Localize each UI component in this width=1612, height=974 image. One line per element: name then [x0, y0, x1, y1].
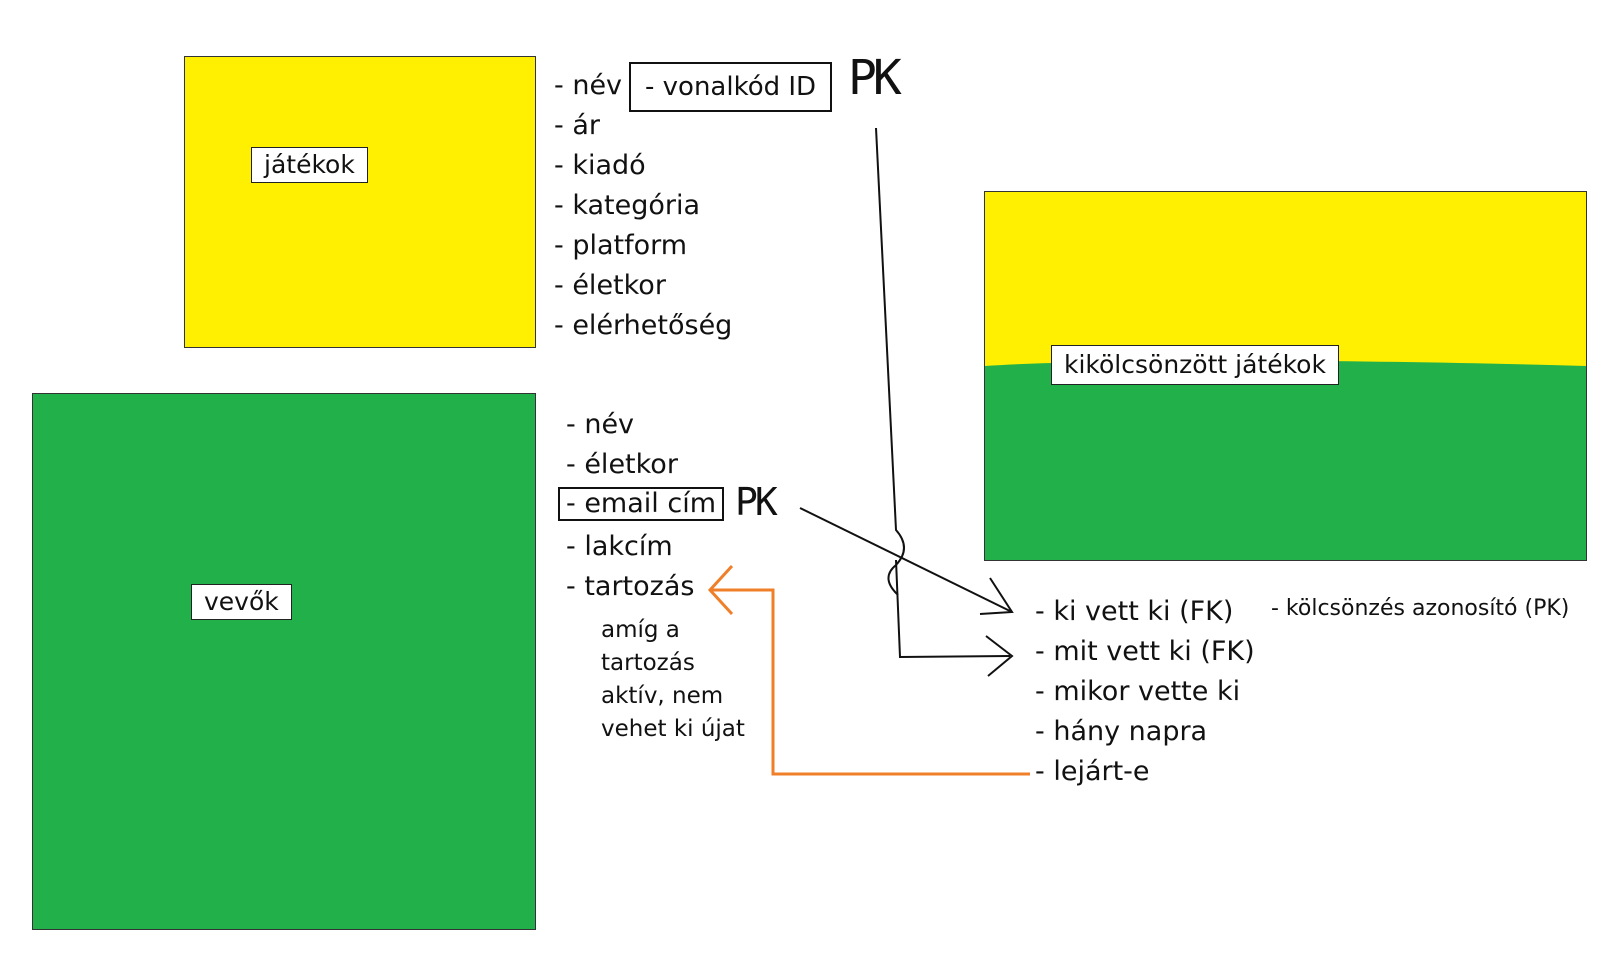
- note-line: vehet ki újat: [601, 716, 745, 742]
- games-key-attribute: - vonalkód ID: [629, 62, 833, 112]
- barcode-to-what-connector-lower: [895, 559, 1011, 659]
- rentals-attr-expired: - lejárt-e: [1035, 756, 1150, 787]
- rentals-yellow-top: [985, 192, 1586, 366]
- yellow-region: [985, 192, 1586, 366]
- customers-attr-debt: - tartozás: [566, 571, 695, 602]
- games-attr-availability: - elérhetőség: [554, 310, 733, 341]
- games-attribute-list: - név - ár - kiadó - kategória - platfor…: [554, 66, 732, 346]
- customers-debt-note: amíg a tartozás aktív, nem vehet ki újat: [601, 614, 745, 746]
- games-entity-box[interactable]: [184, 56, 536, 348]
- customers-attr-address: - lakcím: [566, 531, 673, 562]
- rentals-attr-when: - mikor vette ki: [1035, 676, 1241, 707]
- debt-arrowhead: [707, 564, 734, 616]
- barcode-to-what-connector: [875, 127, 905, 596]
- who-arrowhead: [979, 577, 1014, 615]
- customers-attr-age: - életkor: [566, 449, 678, 480]
- expired-to-debt-connector: [712, 588, 1030, 776]
- note-line: aktív, nem: [601, 683, 724, 709]
- note-line: tartozás: [601, 650, 695, 676]
- games-attr-platform: - platform: [554, 230, 688, 261]
- rentals-attr-days: - hány napra: [1035, 716, 1208, 747]
- games-pk-marker: PK: [848, 50, 902, 106]
- rentals-attr-who: - ki vett ki (FK): [1035, 596, 1234, 627]
- games-attr-name: - név: [554, 70, 623, 101]
- note-line: amíg a: [601, 617, 680, 643]
- email-to-who-connector: [799, 507, 1013, 613]
- games-attr-price: - ár: [554, 110, 600, 141]
- rentals-entity-title: kikölcsönzött játékok: [1051, 345, 1339, 385]
- rentals-attribute-list: - ki vett ki (FK) - mit vett ki (FK) - m…: [1035, 592, 1255, 792]
- games-entity-title: játékok: [251, 147, 368, 183]
- games-attr-age: - életkor: [554, 270, 666, 301]
- games-attr-publisher: - kiadó: [554, 150, 646, 181]
- what-arrowhead: [985, 635, 1014, 677]
- rentals-attr-what: - mit vett ki (FK): [1035, 636, 1255, 667]
- customers-entity-title: vevők: [191, 584, 292, 620]
- customers-attribute-list: - név - életkor - email cím - lakcím - t…: [558, 405, 725, 607]
- customers-attr-name: - név: [566, 409, 635, 440]
- games-attr-category: - kategória: [554, 190, 701, 221]
- customers-attr-email: - email cím: [558, 487, 725, 521]
- rentals-key-attribute: - kölcsönzés azonosító (PK): [1271, 596, 1570, 621]
- customers-entity-box[interactable]: [32, 393, 536, 930]
- customers-pk-marker: PK: [735, 480, 778, 524]
